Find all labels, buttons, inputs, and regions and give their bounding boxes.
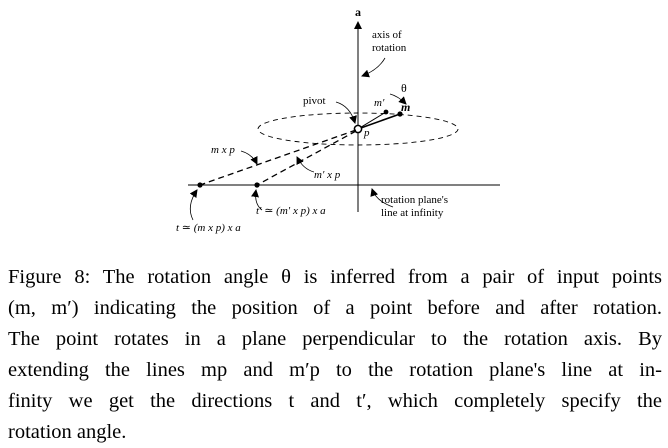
caption-line: finity we get the directions t and t′, w… xyxy=(8,390,662,412)
m-x-p-label: m x p xyxy=(211,144,235,156)
dashed-line-m-prime-x-p xyxy=(256,130,357,186)
caption-line: extending the lines mp and m′p to the ro… xyxy=(8,359,662,381)
axis-of-rotation-label-2: rotation xyxy=(372,42,407,54)
line-at-infinity-pointer xyxy=(370,188,394,208)
rotation-plane-ellipse xyxy=(257,112,459,146)
theta-label: θ xyxy=(401,81,407,95)
m-prime-x-p-label: m′ x p xyxy=(314,169,341,181)
axis-label-a: a xyxy=(355,5,361,19)
caption-line: (m, m′) indicating the position of a poi… xyxy=(8,297,662,319)
pivot-pointer xyxy=(335,101,357,124)
t-prime-formula: t′ ≃ (m′ x p) x a xyxy=(256,205,326,217)
rotation-diagram: a axis of rotation θ pivot m′ m p m x p … xyxy=(176,5,500,234)
point-m xyxy=(397,111,403,117)
p-label: p xyxy=(363,127,370,139)
pivot-label: pivot xyxy=(303,95,326,107)
line-at-infinity-label-2: line at infinity xyxy=(381,207,444,219)
caption-line: rotation angle. xyxy=(8,421,127,443)
t-formula: t ≃ (m x p) x a xyxy=(176,222,241,234)
point-t xyxy=(197,182,203,188)
m-label: m xyxy=(401,100,410,114)
axis-of-rotation-pointer xyxy=(361,57,386,78)
segment-p-m xyxy=(357,113,401,130)
m-prime-x-p-pointer xyxy=(296,156,315,173)
caption-line: The point rotates in a plane perpendicul… xyxy=(8,328,662,350)
m-prime-label: m′ xyxy=(374,97,385,109)
point-t-prime xyxy=(254,182,260,188)
t-pointer xyxy=(189,189,198,221)
figure-caption: Figure 8: The rotation angle θ is inferr… xyxy=(8,262,662,448)
line-at-infinity-label-1: rotation plane's xyxy=(381,194,448,206)
pivot-point-p xyxy=(353,124,363,134)
axis-of-rotation-label-1: axis of xyxy=(372,29,402,41)
caption-line: Figure 8: The rotation angle θ is inferr… xyxy=(8,266,662,288)
theta-arc-arrow xyxy=(389,93,407,105)
t-prime-pointer xyxy=(251,189,263,211)
segment-p-m-prime xyxy=(357,111,387,130)
m-x-p-pointer xyxy=(240,150,258,165)
point-m-prime xyxy=(383,109,389,115)
dashed-line-m-x-p xyxy=(199,129,357,186)
